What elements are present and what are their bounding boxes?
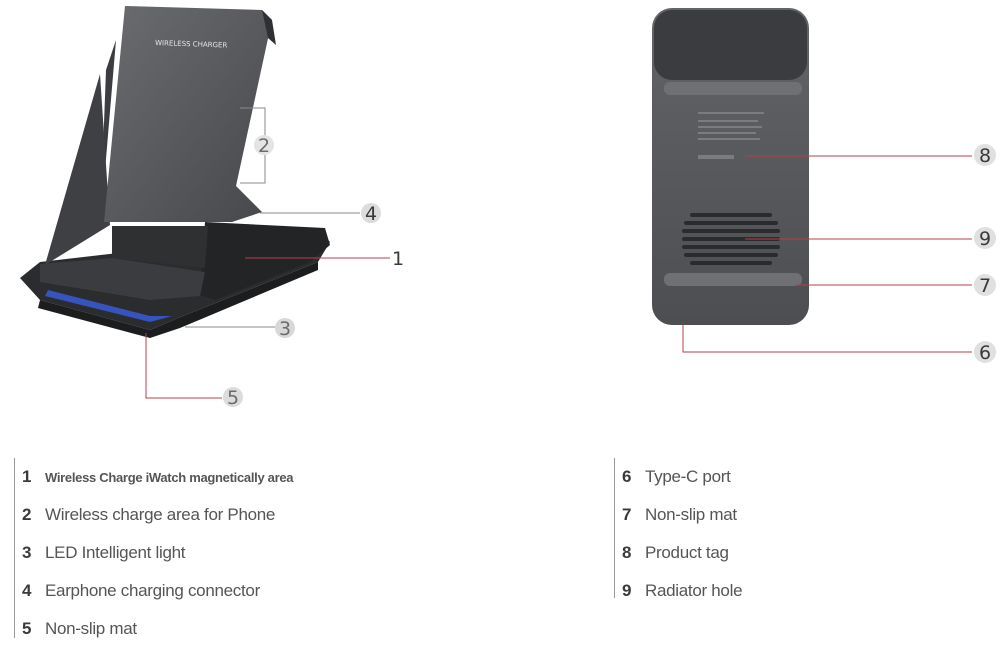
legend-label: Wireless Charge iWatch magnetically area xyxy=(45,469,294,485)
legend-number: 3 xyxy=(22,543,32,562)
legend-right: 6 Type-C port 7 Non-slip mat 8 Product t… xyxy=(614,458,743,600)
legend-label: Non-slip mat xyxy=(45,619,137,638)
legend-number: 2 xyxy=(22,505,32,524)
legend-item-3: 3 LED Intelligent light xyxy=(22,534,293,572)
callout-1: 1 xyxy=(392,248,404,270)
charger-back-view xyxy=(652,8,809,325)
svg-text:5: 5 xyxy=(227,387,239,409)
legend-item-7: 7 Non-slip mat xyxy=(622,496,742,534)
callout-4: 4 xyxy=(361,203,381,225)
legend-label: Non-slip mat xyxy=(645,505,737,524)
leader-line-6 xyxy=(682,325,972,353)
legend-item-8: 8 Product tag xyxy=(622,534,742,572)
legend-item-1: 1 Wireless Charge iWatch magnetically ar… xyxy=(22,458,294,496)
legend-label: Earphone charging connector xyxy=(45,581,260,600)
callout-3: 3 xyxy=(275,318,295,340)
callout-5: 5 xyxy=(223,387,243,409)
legend-label: Wireless charge area for Phone xyxy=(45,505,276,524)
callout-2: 2 xyxy=(254,135,274,157)
svg-text:1: 1 xyxy=(392,248,404,270)
legend-label: Product tag xyxy=(645,543,729,562)
legend-label: LED Intelligent light xyxy=(45,543,186,562)
legend-item-2: 2 Wireless charge area for Phone xyxy=(22,496,293,534)
radiator-holes xyxy=(682,213,780,265)
svg-text:9: 9 xyxy=(979,228,991,250)
legend-number: 7 xyxy=(622,505,632,524)
legend-item-4: 4 Earphone charging connector xyxy=(22,572,293,610)
charger-front-view: WIRELESS CHARGER xyxy=(20,6,330,338)
svg-text:2: 2 xyxy=(258,135,270,157)
callout-9: 9 xyxy=(974,227,996,250)
legend-item-6: 6 Type-C port xyxy=(622,458,742,496)
legend-number: 5 xyxy=(22,619,32,638)
svg-text:6: 6 xyxy=(979,342,991,364)
svg-text:3: 3 xyxy=(279,318,291,340)
right-callout-lines xyxy=(682,155,972,353)
legend-number: 1 xyxy=(22,467,32,486)
svg-text:4: 4 xyxy=(365,203,377,225)
svg-text:7: 7 xyxy=(979,275,991,297)
legend-number: 6 xyxy=(622,467,632,486)
leader-line-5 xyxy=(145,333,222,399)
legend-number: 8 xyxy=(622,543,632,562)
legend-label: Type-C port xyxy=(645,467,731,486)
legend-number: 4 xyxy=(22,581,32,600)
legend-item-9: 9 Radiator hole xyxy=(622,572,743,610)
product-tag xyxy=(698,112,764,159)
svg-text:8: 8 xyxy=(979,145,991,167)
legend-item-5: 5 Non-slip mat xyxy=(22,610,293,648)
callout-6: 6 xyxy=(974,341,996,364)
legend-left: 1 Wireless Charge iWatch magnetically ar… xyxy=(14,458,294,638)
product-diagram: WIRELESS CHARGER 2 4 1 3 5 xyxy=(20,6,996,409)
callout-7: 7 xyxy=(974,274,996,297)
legend-number: 9 xyxy=(622,581,632,600)
callout-8: 8 xyxy=(974,144,996,167)
device-label: WIRELESS CHARGER xyxy=(155,39,228,50)
legend-label: Radiator hole xyxy=(645,581,743,600)
